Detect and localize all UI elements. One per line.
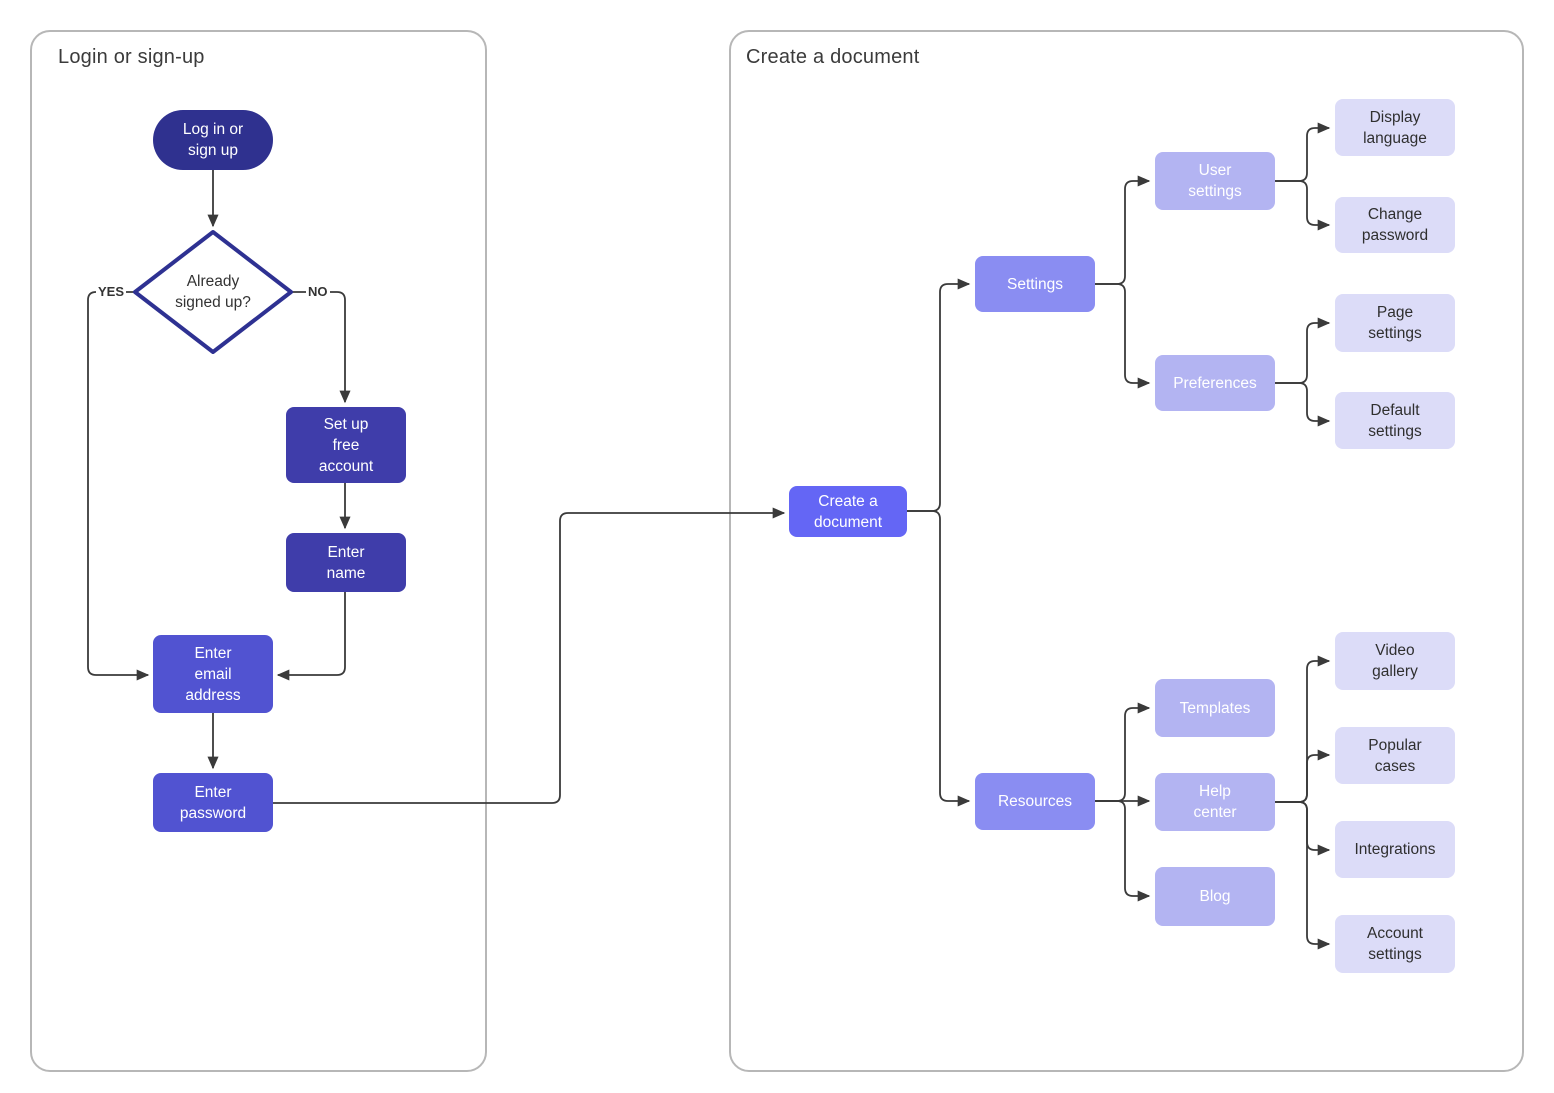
node-create-a-document[interactable]: Create a document <box>789 486 907 537</box>
node-account-settings[interactable]: Account settings <box>1335 915 1455 973</box>
node-enter-password[interactable]: Enter password <box>153 773 273 832</box>
node-settings[interactable]: Settings <box>975 256 1095 312</box>
node-preferences[interactable]: Preferences <box>1155 355 1275 411</box>
node-page-settings[interactable]: Page settings <box>1335 294 1455 352</box>
node-user-settings[interactable]: User settings <box>1155 152 1275 210</box>
node-change-password[interactable]: Change password <box>1335 197 1455 253</box>
node-enter-email-address[interactable]: Enter email address <box>153 635 273 713</box>
decision-already-signed-up-label: Already signed up? <box>175 273 251 311</box>
node-resources[interactable]: Resources <box>975 773 1095 830</box>
node-popular-cases[interactable]: Popular cases <box>1335 727 1455 784</box>
node-blog[interactable]: Blog <box>1155 867 1275 926</box>
node-integrations[interactable]: Integrations <box>1335 821 1455 878</box>
node-video-gallery[interactable]: Video gallery <box>1335 632 1455 690</box>
node-log-in-or-sign-up[interactable]: Log in or sign up <box>153 110 273 170</box>
node-enter-name[interactable]: Enter name <box>286 533 406 592</box>
panel-login-title: Login or sign-up <box>58 46 205 68</box>
edge-label-no: NO <box>306 284 330 299</box>
node-display-language[interactable]: Display language <box>1335 99 1455 156</box>
node-help-center[interactable]: Help center <box>1155 773 1275 831</box>
panel-create-title: Create a document <box>746 46 920 68</box>
node-set-up-free-account[interactable]: Set up free account <box>286 407 406 483</box>
panel-login-or-sign-up[interactable] <box>30 30 487 1072</box>
node-default-settings[interactable]: Default settings <box>1335 392 1455 449</box>
edge-label-yes: YES <box>96 284 127 299</box>
node-templates[interactable]: Templates <box>1155 679 1275 737</box>
